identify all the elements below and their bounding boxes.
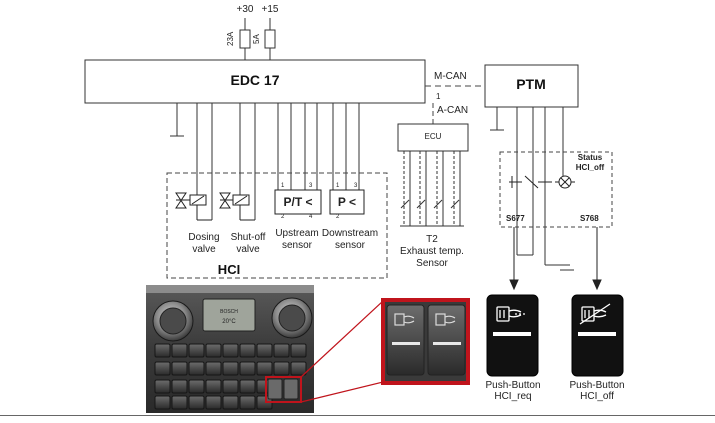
label-plus15: +15 <box>261 4 279 15</box>
dash-button <box>222 361 239 376</box>
dash-button <box>239 379 256 394</box>
ptm-title: PTM <box>516 76 546 92</box>
dashboard-photo: BOSCH 20°C <box>146 285 314 413</box>
push-button-hci-req <box>486 294 539 377</box>
arrows-to-buttons <box>509 227 602 291</box>
dash-button <box>188 343 205 358</box>
t2-sensor-wires <box>400 151 464 227</box>
dash-button <box>188 361 205 376</box>
climate-display <box>202 298 256 332</box>
upstream-box-label: P/T < <box>283 195 313 209</box>
dash-button <box>222 379 239 394</box>
acan-label: A-CAN <box>437 105 469 116</box>
dash-hci-button <box>267 378 283 400</box>
dash-buttons <box>154 343 307 410</box>
dash-button <box>290 343 307 358</box>
dosing-off-symbol-icon <box>579 303 611 325</box>
dash-button <box>239 395 256 410</box>
mcan-label: M-CAN <box>434 71 467 82</box>
display-temp: 20°C <box>222 319 236 325</box>
status-lamp-icon <box>558 175 572 189</box>
label-fuse-5a: 5A <box>252 34 261 44</box>
edc17-block <box>84 59 426 104</box>
dash-button <box>273 361 290 376</box>
zoom-inset <box>381 298 470 385</box>
dash-button <box>239 361 256 376</box>
dash-button <box>256 361 273 376</box>
downstream-box-label: P < <box>337 195 357 209</box>
dash-button <box>188 395 205 410</box>
upstream-sensor-box <box>274 189 322 215</box>
edc-output-wires <box>196 103 360 220</box>
shutoff-valve-symbol <box>219 192 255 221</box>
ptm-block <box>484 64 579 108</box>
dash-button <box>205 395 222 410</box>
can-lines <box>425 85 485 124</box>
pin-down-2: 2 <box>336 214 340 220</box>
label-fuse-23a: 23A <box>226 31 235 46</box>
supply-lines <box>239 18 276 60</box>
dash-button <box>290 361 307 376</box>
dash-button <box>205 343 222 358</box>
switch-contacts <box>509 175 575 189</box>
dosing-symbol-icon <box>496 306 526 322</box>
ecu-block <box>397 123 469 152</box>
dash-button <box>171 361 188 376</box>
dash-button <box>188 379 205 394</box>
pin-down-3: 3 <box>354 183 358 189</box>
dosing-valve-symbol <box>175 192 212 221</box>
dash-button <box>154 343 171 358</box>
switch-module-enclosure <box>499 151 613 228</box>
display-brand: BOSCH <box>220 309 238 315</box>
downstream-sensor-box <box>329 189 365 215</box>
s677-label: S677 <box>506 214 525 223</box>
pin-up-2: 2 <box>281 214 285 220</box>
dash-button <box>205 361 222 376</box>
dash-button <box>171 343 188 358</box>
dash-button <box>273 343 290 358</box>
highlight-box-small <box>265 376 302 403</box>
dash-button <box>205 379 222 394</box>
pin-up-1: 1 <box>281 183 285 189</box>
acan-number: 1 <box>436 92 441 101</box>
s768-label: S768 <box>580 214 599 223</box>
dash-button <box>171 379 188 394</box>
dash-hci-button <box>283 378 299 400</box>
ecu-title: ECU <box>424 132 442 141</box>
pin-down-1: 1 <box>336 183 340 189</box>
label-plus30: +30 <box>236 4 254 15</box>
dash-button <box>239 343 256 358</box>
ptm-wires <box>490 107 574 271</box>
zoom-dosing-off-icon <box>435 313 456 326</box>
edc-ground <box>170 103 184 137</box>
dash-button <box>256 343 273 358</box>
hci-title: HCI <box>217 262 241 277</box>
dash-button <box>154 361 171 376</box>
dash-button <box>222 395 239 410</box>
dash-button <box>171 395 188 410</box>
dash-button <box>222 343 239 358</box>
pin-up-3: 3 <box>309 183 313 189</box>
zoom-dosing-icon <box>394 313 415 326</box>
bottom-rule <box>0 415 715 416</box>
zoom-connector <box>300 300 384 403</box>
hci-enclosure <box>166 172 388 279</box>
dash-button <box>154 395 171 410</box>
dash-button <box>154 379 171 394</box>
pin-up-4: 4 <box>309 214 313 220</box>
edc17-title: EDC 17 <box>230 72 280 88</box>
push-button-hci-off <box>571 294 624 377</box>
